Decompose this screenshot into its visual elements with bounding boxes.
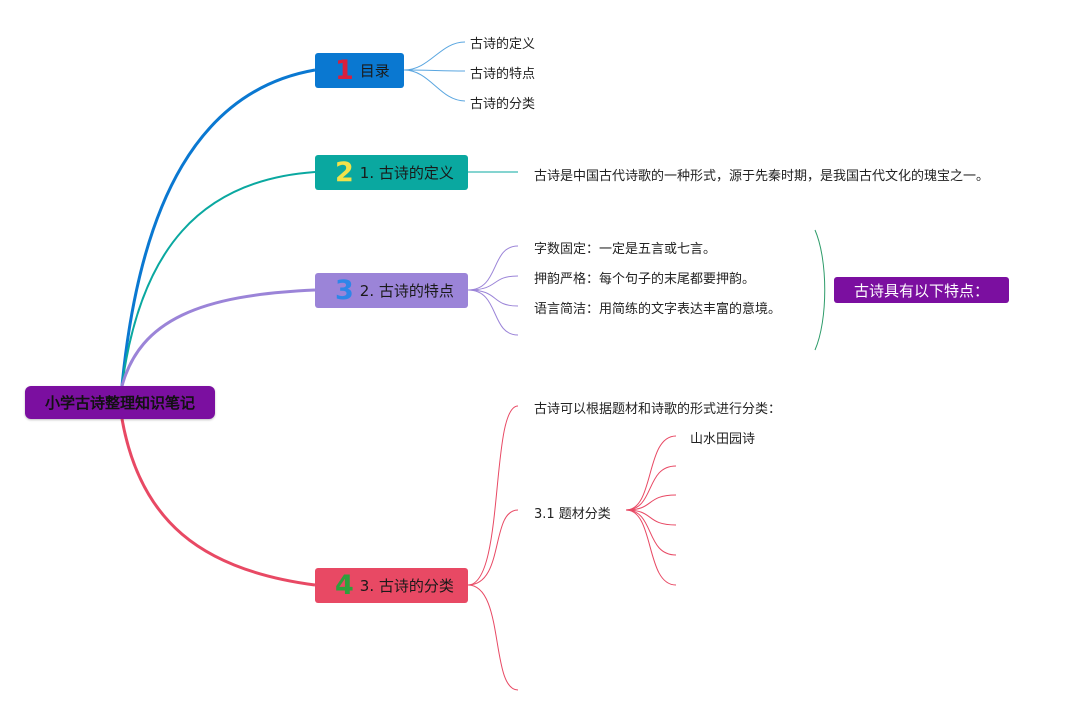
branch-label: 目录 [359, 62, 390, 80]
toc-item-features[interactable]: 古诗的特点 [470, 67, 536, 82]
branch-number: 4 [335, 570, 354, 601]
branch-features[interactable]: 3 2. 古诗的特点 [315, 273, 468, 308]
branch-toc[interactable]: 1 目录 [315, 53, 404, 88]
subtopic-landscape-poetry[interactable]: 山水田园诗 [690, 432, 756, 447]
branch-number: 3 [335, 275, 354, 306]
root-topic[interactable]: 小学古诗整理知识笔记 [25, 386, 215, 419]
branch-label: 1. 古诗的定义 [359, 164, 454, 182]
toc-item-classification[interactable]: 古诗的分类 [470, 97, 536, 112]
branch-number: 1 [335, 55, 354, 86]
branch-label: 3. 古诗的分类 [359, 577, 454, 595]
branch-definition[interactable]: 2 1. 古诗的定义 [315, 155, 468, 190]
subtopic-theme-classification[interactable]: 3.1 题材分类 [534, 507, 611, 522]
definition-text[interactable]: 古诗是中国古代诗歌的一种形式，源于先秦时期，是我国古代文化的瑰宝之一。 [534, 169, 990, 184]
branch-classification[interactable]: 4 3. 古诗的分类 [315, 568, 468, 603]
root-topic-label: 小学古诗整理知识笔记 [44, 394, 195, 412]
toc-item-definition[interactable]: 古诗的定义 [470, 37, 536, 52]
branch-label: 2. 古诗的特点 [359, 282, 454, 300]
feature-item[interactable]: 字数固定：一定是五言或七言。 [534, 242, 717, 257]
branch-number: 2 [335, 157, 354, 188]
features-summary[interactable]: 古诗具有以下特点： [834, 277, 1009, 303]
classification-intro[interactable]: 古诗可以根据题材和诗歌的形式进行分类： [534, 402, 782, 417]
feature-item[interactable]: 语言简洁：用简练的文字表达丰富的意境。 [534, 302, 782, 317]
feature-item[interactable]: 押韵严格：每个句子的末尾都要押韵。 [534, 272, 756, 287]
